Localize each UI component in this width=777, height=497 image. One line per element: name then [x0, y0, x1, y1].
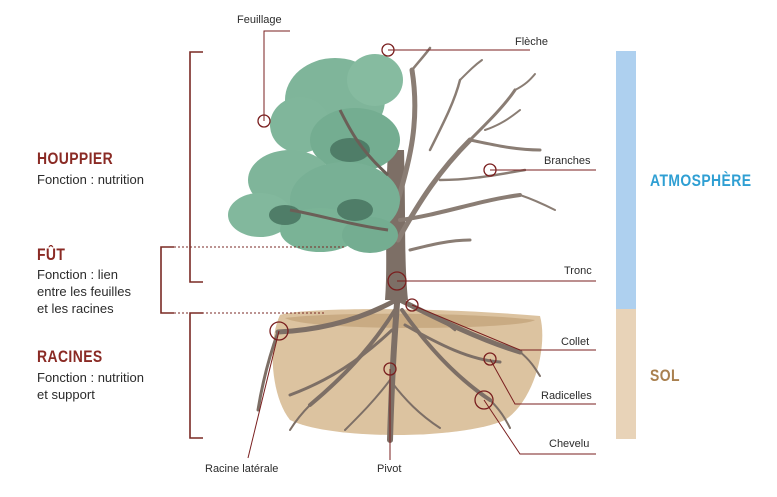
pointer-circles	[257, 43, 497, 410]
pointer-lines	[247, 30, 596, 460]
bare-branches	[395, 46, 556, 252]
label-collet: Collet	[561, 336, 590, 348]
label-branches: Branches	[544, 155, 591, 167]
zone-label-atmosphere: ATMOSPHÈRE	[650, 171, 752, 190]
label-chevelu: Chevelu	[549, 438, 590, 450]
desc-line: et les racines	[37, 301, 114, 316]
soil-bar	[616, 309, 636, 439]
section-desc-houppier: Fonction : nutrition	[37, 171, 144, 188]
section-desc-fut: Fonction : lien entre les feuilles et le…	[37, 266, 131, 317]
label-racine-laterale: Racine latérale	[205, 463, 279, 475]
section-title-fut: FÛT	[37, 245, 66, 264]
section-title-houppier: HOUPPIER	[37, 149, 114, 168]
label-tronc: Tronc	[564, 265, 592, 277]
label-fleche: Flèche	[515, 36, 549, 48]
desc-line: Fonction : lien	[37, 267, 118, 282]
bracket-racines	[189, 312, 203, 439]
atmosphere-bar	[616, 51, 636, 309]
zone-label-sol: SOL	[650, 366, 680, 385]
root-system	[256, 287, 541, 443]
desc-line: Fonction : nutrition	[37, 172, 144, 187]
label-feuillage: Feuillage	[237, 14, 282, 26]
bracket-fut	[160, 246, 174, 314]
desc-line: entre les feuilles	[37, 284, 131, 299]
dotted-guides	[174, 246, 345, 314]
desc-line: Fonction : nutrition	[37, 370, 144, 385]
section-desc-racines: Fonction : nutrition et support	[37, 369, 144, 403]
foliage	[228, 54, 403, 253]
label-pivot: Pivot	[377, 463, 402, 475]
label-radicelles: Radicelles	[541, 390, 592, 402]
bracket-houppier	[189, 51, 203, 283]
section-title-racines: RACINES	[37, 347, 103, 366]
desc-line: et support	[37, 387, 95, 402]
